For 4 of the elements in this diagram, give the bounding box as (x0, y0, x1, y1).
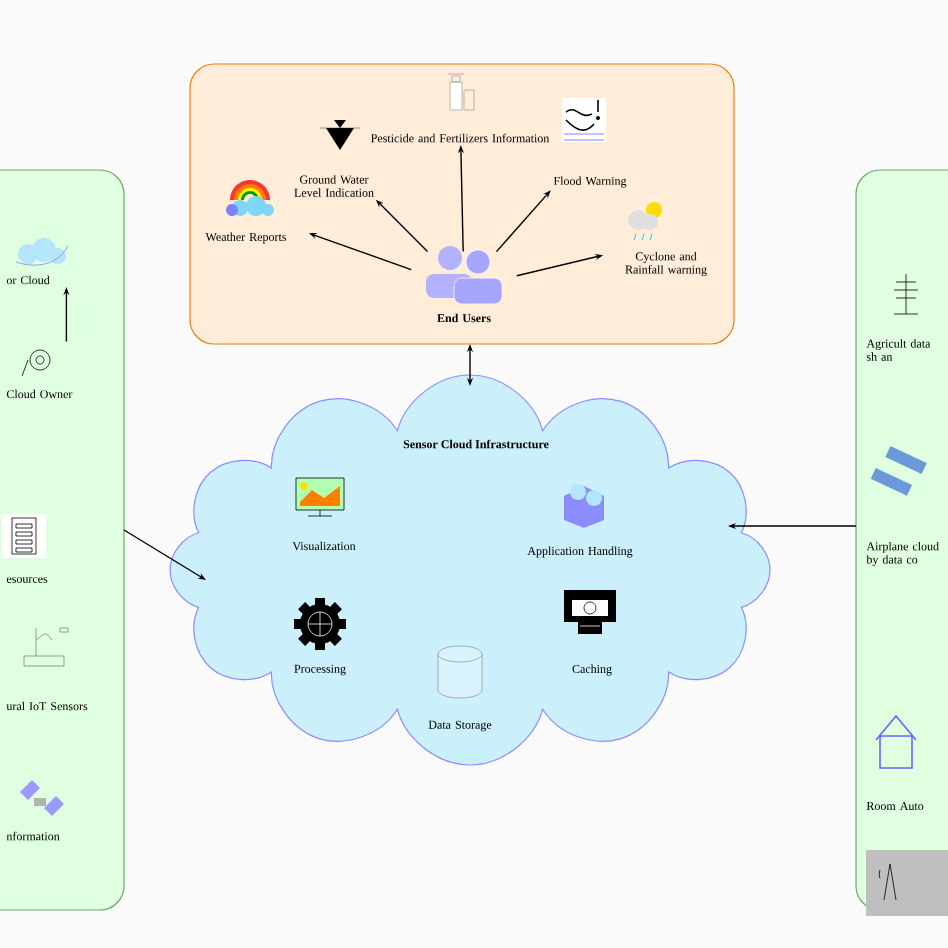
panel-background (189, 63, 735, 345)
panel-background (855, 169, 948, 911)
arrow (123, 529, 206, 580)
panel-background (0, 169, 125, 911)
